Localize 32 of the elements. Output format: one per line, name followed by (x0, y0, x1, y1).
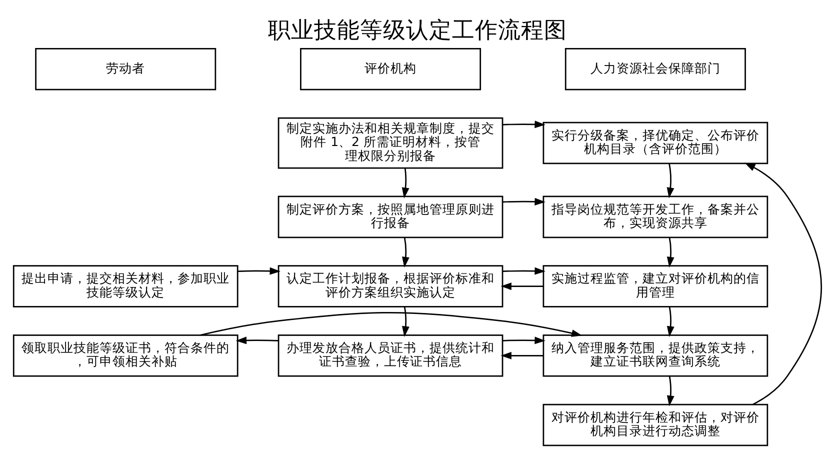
arrow (666, 376, 674, 406)
arrow (502, 120, 545, 128)
node-box: 人力资源社会保障部门 (564, 47, 746, 90)
node-box: 领取职业技能等级证书，符合条件的，可申领相关补贴 (12, 334, 238, 376)
diagram-title: 职业技能等级认定工作流程图 (267, 16, 566, 43)
node-box: 认定工作计划报备，根据评价标准和评价方案组织实施认定 (277, 264, 503, 307)
arrow (402, 236, 409, 268)
arrow (401, 168, 409, 198)
arrow (502, 197, 545, 205)
arrow (502, 266, 545, 274)
node-box: 制定评价方案，按照属地管理原则进行报备 (277, 195, 503, 238)
node-box: 办理发放合格人员证书，提供统计和证书查验，上传证书信息 (277, 334, 503, 376)
arrow (666, 163, 674, 198)
arrow (744, 162, 822, 405)
node-box: 实施过程监管，建立对评价机构的信用管理 (542, 264, 768, 307)
node-box: 提出申请，提交相关材料，参加职业技能等级认定 (12, 264, 238, 307)
arrow (237, 266, 280, 274)
arrow (235, 336, 278, 344)
node-box: 指导岗位规范等开发工作，备案并公布，实现资源共享 (542, 195, 768, 238)
node-box: 对评价机构进行年检和评估，对评价机构目录进行动态调整 (542, 403, 768, 446)
node-box: 劳动者 (34, 47, 216, 90)
node-box: 评价机构 (300, 47, 481, 90)
arrow (200, 311, 582, 336)
arrow (500, 282, 543, 290)
node-box: 制定实施办法和相关规章制度，提交附件 1、2 所需证明材料，按管理权限分别报备 (277, 116, 503, 168)
arrow (666, 236, 674, 268)
arrow (500, 351, 543, 359)
node-box: 实行分级备案，择优确定、公布评价机构目录（含评价范围） (542, 121, 768, 164)
arrow (502, 336, 545, 344)
arrow (402, 306, 409, 336)
arrow (666, 306, 674, 336)
node-box: 纳入管理服务范围，提供政策支持，建立证书联网查询系统 (542, 334, 768, 376)
